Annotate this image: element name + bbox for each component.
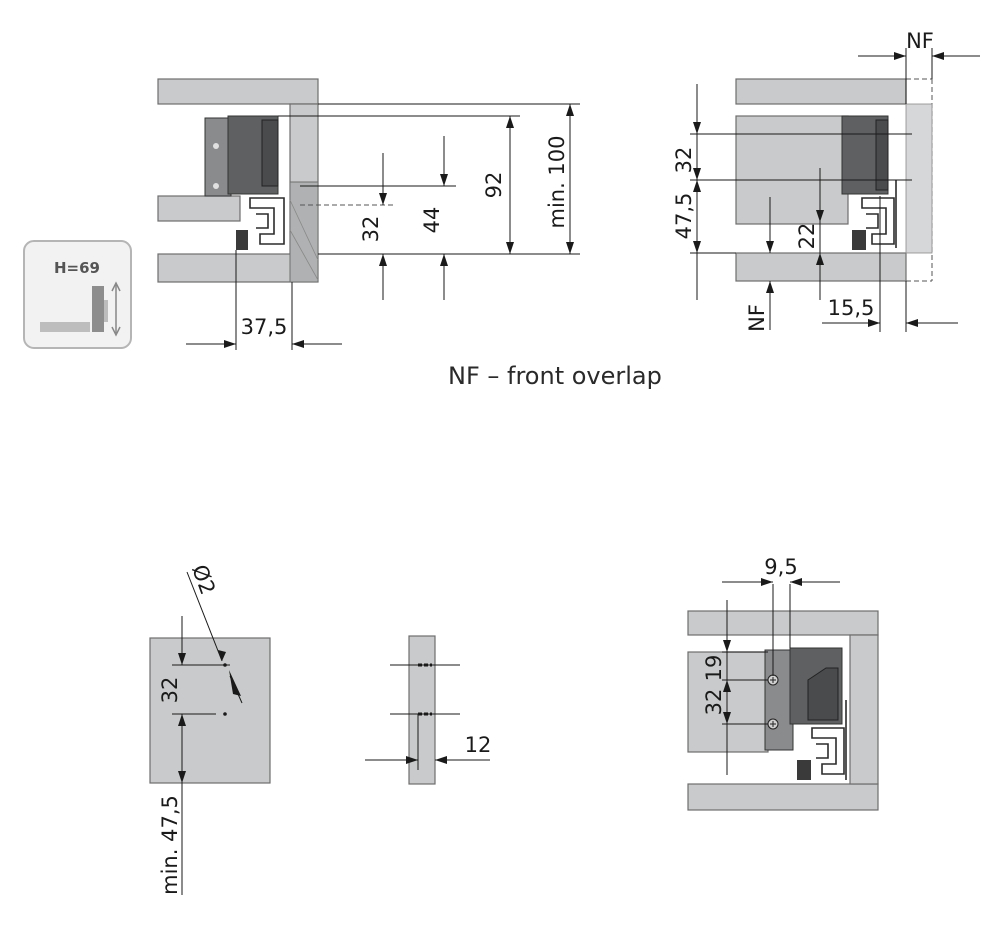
dim-diameter-2: Ø2 [187,561,220,597]
hinge-plate [764,649,794,751]
dim-32: 32 [672,147,696,174]
dim-nf-top: NF [906,29,934,53]
side-panel [905,103,933,254]
dim-19: 19 [702,655,726,682]
drill-hole-lower [223,712,227,716]
dim-44: 44 [420,207,444,234]
stop-block [852,230,866,250]
view-drill-pattern-side: 12 [365,635,492,785]
dim-92: 92 [482,172,506,199]
drawer-front [735,115,849,225]
dim-min-47-5: min. 47,5 [158,795,182,895]
dim-nf-side: NF [745,304,769,332]
hinge-plate [204,117,232,197]
view-side-section: 37,5 32 44 92 min. 100 [157,78,580,350]
height-badge: H=69 [23,240,132,349]
dim-32: 32 [359,216,383,243]
badge-label: H=69 [54,259,100,277]
drawer-front [687,651,769,753]
dim-15-5: 15,5 [828,296,875,320]
view-front-overlap: NF 32 47,5 22 NF 15,5 [672,29,980,332]
view-hinge-position: 9,5 19 32 [687,555,879,811]
runner-profile [861,197,895,245]
dim-22: 22 [795,223,819,250]
runner-profile [811,727,845,775]
dim-47-5: 47,5 [672,193,696,240]
view-drill-pattern-front: Ø2 32 min. 47,5 [149,561,271,895]
dim-32: 32 [702,689,726,716]
panel-edge [408,635,436,785]
dim-12: 12 [465,733,492,757]
runner-profile [249,197,285,245]
top-panel [687,610,879,636]
dim-37-5: 37,5 [241,315,288,339]
dim-9-5: 9,5 [764,555,797,579]
drawer-side-icon [40,281,121,337]
dim-32: 32 [158,677,182,704]
drawer-bottom [157,195,241,222]
bottom-panel [687,783,879,811]
dim-min-100: min. 100 [545,135,569,228]
stop-block [236,230,248,250]
side-panel [849,634,879,785]
caption-front-overlap: NF – front overlap [448,362,662,390]
top-panel [157,78,319,105]
drawer-front-panel [149,637,271,784]
stop-block [797,760,811,780]
top-panel [735,78,907,105]
